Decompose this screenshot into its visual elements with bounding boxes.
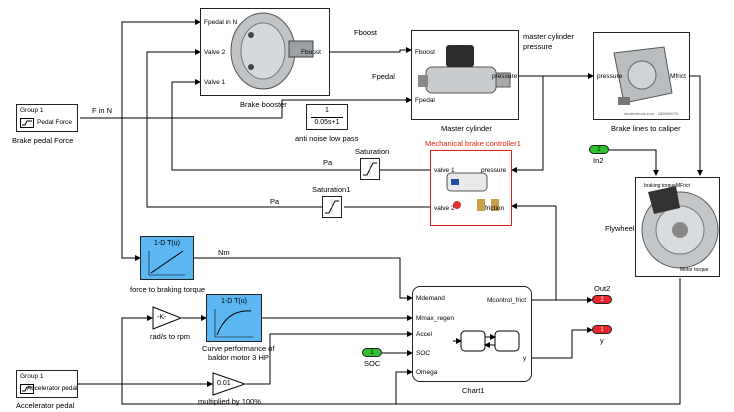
low-pass-block[interactable]: 1 0.05s+1: [306, 104, 348, 130]
accel-pedal-label: Accelerator pedal: [16, 401, 74, 410]
brake-booster-block[interactable]: Fpedal in N Valve 2 Valve 1 Fboost: [200, 8, 330, 96]
accel-pedal-signal: Accelerator pedal: [27, 385, 78, 393]
brake-lines-label: Brake lines to caliper: [611, 124, 681, 133]
lut-braking-torque[interactable]: 1-D T(u): [140, 236, 194, 280]
booster-port-fpedal: Fpedal in N: [204, 19, 237, 27]
chart-states-icon: [413, 287, 531, 381]
signal-master-pressure-2: pressure: [523, 42, 552, 51]
low-pass-label: anti noise low pass: [295, 134, 358, 143]
gain-pct-value: 0.01: [217, 380, 231, 388]
controller-port-valve1: valve 1: [434, 167, 455, 175]
mech-controller-block[interactable]: valve 1 valve 2 pressure friction: [430, 150, 512, 226]
signal-master-pressure-1: master cylinder: [523, 32, 574, 41]
controller-image: [431, 151, 511, 225]
brake-pedal-signal: Pedal Force: [37, 119, 72, 127]
brake-lines-block[interactable]: pressure Mfrict shutterstock.com · 28806…: [593, 32, 690, 120]
lut2-curve-icon: [207, 295, 261, 341]
inport-in2[interactable]: 2: [589, 145, 609, 154]
saturation-block[interactable]: [360, 158, 380, 180]
lut2-label-2: baldor motor 3 HP: [208, 353, 269, 362]
signal-pa-2: Pa: [270, 197, 279, 206]
caliper-port-mfrict: Mfrict: [670, 73, 686, 81]
signal-f-in-n: F in N: [92, 106, 112, 115]
inport-in2-label: In2: [593, 156, 603, 165]
stateflow-chart-block[interactable]: Mdemand Mmax_regen Accel SOC Omega Mcont…: [412, 286, 532, 382]
lut2-label-1: Curve performance of: [202, 344, 275, 353]
master-cylinder-block[interactable]: Fboost Fpedal pressure: [411, 30, 519, 120]
flywheel-port-mfrict: MFrict: [676, 182, 690, 190]
inport-soc-label: SOC: [364, 359, 380, 368]
gain-pct-label: multiplied by 100%: [198, 397, 261, 406]
caliper-port-pressure: pressure: [597, 73, 622, 81]
flywheel-image: [636, 178, 719, 276]
outport-y[interactable]: 1: [592, 325, 612, 334]
outport-y-label: y: [600, 336, 604, 345]
saturation1-label: Saturation1: [312, 185, 350, 194]
flywheel-port-motor: Motor torque: [680, 266, 708, 274]
accel-pedal-group: Group 1: [20, 373, 44, 381]
signal-pa-1: Pa: [323, 158, 332, 167]
flywheel-label: Flywheel: [605, 224, 635, 233]
flywheel-port-braking: braking torque: [644, 182, 676, 190]
master-port-fboost: Fboost: [415, 49, 435, 57]
signal-fboost: Fboost: [354, 28, 377, 37]
lut-motor-curve[interactable]: 1-D T(u): [206, 294, 262, 342]
inport-soc[interactable]: 1: [362, 348, 382, 357]
lut1-label: force to braking torque: [130, 285, 205, 294]
low-pass-numerator: 1: [307, 107, 347, 114]
brake-pedal-label: Brake pedal Force: [12, 136, 73, 145]
saturation-icon: [361, 159, 379, 179]
booster-port-valve2: Valve 2: [204, 49, 225, 57]
saturation1-icon: [323, 197, 341, 217]
master-port-fpedal: Fpedal: [415, 97, 435, 105]
booster-port-valve1: Valve 1: [204, 79, 225, 87]
chart-label: Chart1: [462, 386, 485, 395]
lut1-curve-icon: [141, 237, 193, 279]
mech-controller-label: Mechanical brake controller1: [425, 139, 521, 148]
low-pass-denominator: 0.05s+1: [307, 119, 347, 126]
booster-port-fboost: Fboost: [301, 49, 321, 57]
gain-rpm-value: -K-: [157, 314, 166, 322]
controller-port-valve2: valve 2: [434, 205, 455, 213]
saturation-label: Saturation: [355, 147, 389, 156]
outport-out2[interactable]: 2: [592, 295, 612, 304]
gain-rpm-label: rad/s to rpm: [150, 332, 190, 341]
signal-nm: Nm: [218, 248, 230, 257]
flywheel-block[interactable]: braking torque MFrict Motor torque: [635, 177, 720, 277]
brake-pedal-block[interactable]: Group 1 Pedal Force: [16, 104, 78, 132]
signal-builder-icon: [20, 118, 34, 128]
signal-fpedal: Fpedal: [372, 72, 395, 81]
master-cylinder-label: Master cylinder: [441, 124, 492, 133]
caliper-watermark: shutterstock.com · 288069076: [624, 110, 678, 118]
master-port-pressure: pressure: [492, 73, 517, 81]
brake-booster-label: Brake booster: [240, 100, 287, 109]
accel-pedal-block[interactable]: Group 1 Accelerator pedal: [16, 370, 78, 398]
saturation1-block[interactable]: [322, 196, 342, 218]
controller-port-friction: friction: [485, 205, 504, 213]
controller-port-pressure: pressure: [481, 167, 506, 175]
outport-out2-label: Out2: [594, 284, 610, 293]
brake-pedal-group: Group 1: [20, 107, 44, 115]
low-pass-fraction-bar: [311, 117, 343, 118]
